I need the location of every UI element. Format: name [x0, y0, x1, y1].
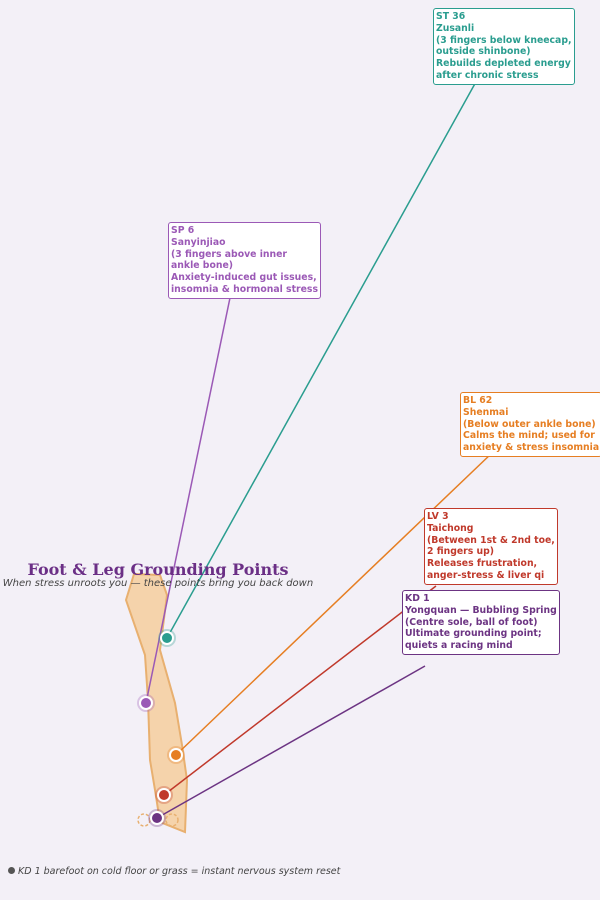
point-location: (Below outer ankle bone)	[463, 418, 596, 430]
point-benefit: Anxiety-induced gut issues,	[171, 272, 317, 284]
point-location: ankle bone)	[171, 260, 234, 272]
point-name: Yongquan — Bubbling Spring	[405, 604, 557, 616]
leader-line-bl62	[175, 451, 494, 756]
marker-dot	[152, 813, 162, 823]
page-title: Foot & Leg Grounding Points	[27, 560, 289, 579]
point-benefit: Ultimate grounding point;	[405, 628, 542, 640]
point-benefit: anger-stress & liver qi	[427, 569, 545, 581]
leader-line-kd1	[156, 665, 426, 819]
marker-dot	[171, 750, 181, 760]
point-id: KD 1	[405, 593, 430, 604]
point-benefit: insomnia & hormonal stress	[171, 283, 318, 295]
point-benefit: Releases frustration,	[427, 558, 538, 570]
point-benefit: Rebuilds depleted energy	[436, 58, 571, 70]
point-benefit: anxiety & stress insomnia	[463, 442, 600, 454]
footer-text: KD 1 barefoot on cold floor or grass = i…	[18, 866, 341, 877]
marker-dot	[159, 790, 169, 800]
point-marker-st36[interactable]	[158, 629, 176, 647]
point-id: BL 62	[463, 395, 493, 406]
point-benefit: after chronic stress	[436, 69, 539, 81]
point-location: (Between 1st & 2nd toe,	[427, 534, 555, 546]
point-benefit: quiets a racing mind	[405, 640, 513, 652]
leader-line-st36	[166, 79, 478, 639]
point-marker-bl62[interactable]	[167, 746, 185, 764]
point-name: Zusanli	[436, 22, 475, 34]
page-subtitle: When stress unroots you — these points b…	[2, 578, 314, 589]
leader-line-lv3	[163, 585, 437, 796]
point-name: Taichong	[427, 522, 474, 534]
point-id: SP 6	[171, 225, 195, 236]
point-id: LV 3	[427, 511, 449, 522]
footer-tip: KD 1 barefoot on cold floor or grass = i…	[8, 866, 340, 877]
bullet-icon	[8, 867, 15, 874]
point-marker-kd1[interactable]	[148, 809, 166, 827]
point-location: (3 fingers below kneecap,	[436, 34, 572, 46]
leader-line-sp6	[145, 292, 232, 704]
toe-outline	[137, 813, 151, 827]
point-name: Sanyinjiao	[171, 236, 226, 248]
point-id: ST 36	[436, 11, 466, 22]
point-location: (Centre sole, ball of foot)	[405, 616, 538, 628]
toe-outline	[165, 813, 179, 827]
marker-dot	[162, 633, 172, 643]
point-location: 2 fingers up)	[427, 546, 495, 558]
marker-dot	[141, 698, 151, 708]
point-benefit: Calms the mind; used for	[463, 430, 595, 442]
point-marker-lv3[interactable]	[155, 786, 173, 804]
point-location: outside shinbone)	[436, 46, 531, 58]
point-name: Shenmai	[463, 406, 509, 418]
point-location: (3 fingers above inner	[171, 248, 288, 260]
point-marker-sp6[interactable]	[137, 694, 155, 712]
